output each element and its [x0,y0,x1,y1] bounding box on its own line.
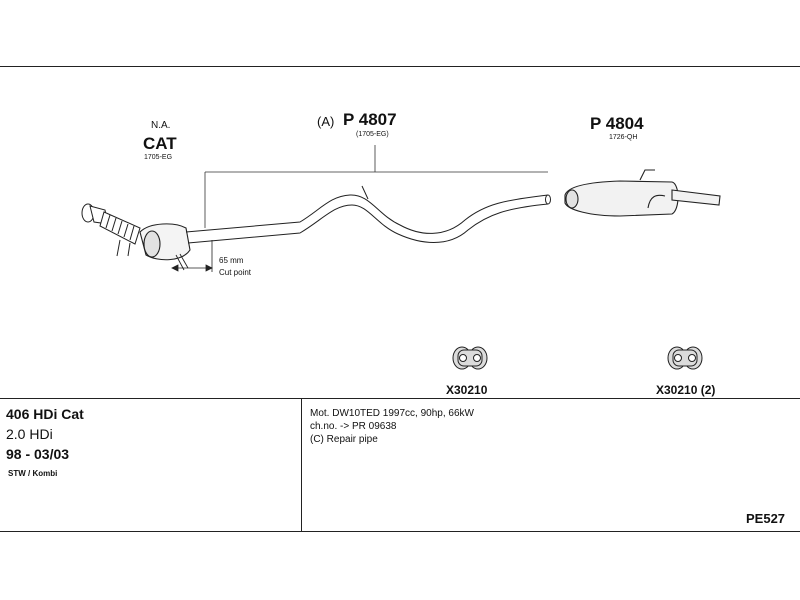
note-repair: (C) Repair pipe [310,434,378,445]
front-flex-pipe [81,203,141,257]
rear-silencer [564,169,721,217]
mount-left-label: X30210 [446,383,488,397]
rear-silencer-part-no: P 4804 [590,114,644,133]
cut-point-label: Cut point [219,268,252,277]
rubber-mount-right [667,346,703,370]
mount-right-label: X30210 (2) [656,383,716,397]
cut-point-marker [171,240,213,272]
info-divider [0,398,800,399]
reference-code: PE527 [746,511,786,526]
catalyst-note: N.A. [151,120,171,131]
note-engine: Mot. DW10TED 1997cc, 90hp, 66kW [310,408,474,419]
middle-pipe-prefix: (A) [317,114,335,129]
vehicle-years: 98 - 03/03 [6,446,70,462]
middle-pipe-bracket [204,145,548,228]
cut-distance: 65 mm [219,256,244,265]
note-chassis: ch.no. -> PR 09638 [310,421,397,432]
info-column-divider [301,398,302,532]
middle-pipe [185,185,551,244]
vehicle-body: STW / Kombi [8,469,58,478]
vehicle-engine: 2.0 HDi [6,426,53,442]
catalyst-body [139,223,191,271]
diagram-frame [0,66,800,532]
vehicle-model: 406 HDi Cat [6,406,84,422]
rear-silencer-code: 1726-QH [609,134,638,141]
catalyst-name: CAT [143,134,177,153]
rubber-mount-left [452,346,488,370]
catalyst-code: 1705-EG [144,154,173,161]
middle-pipe-part-no: P 4807 [343,110,397,129]
middle-pipe-code: (1705-EG) [356,131,389,138]
